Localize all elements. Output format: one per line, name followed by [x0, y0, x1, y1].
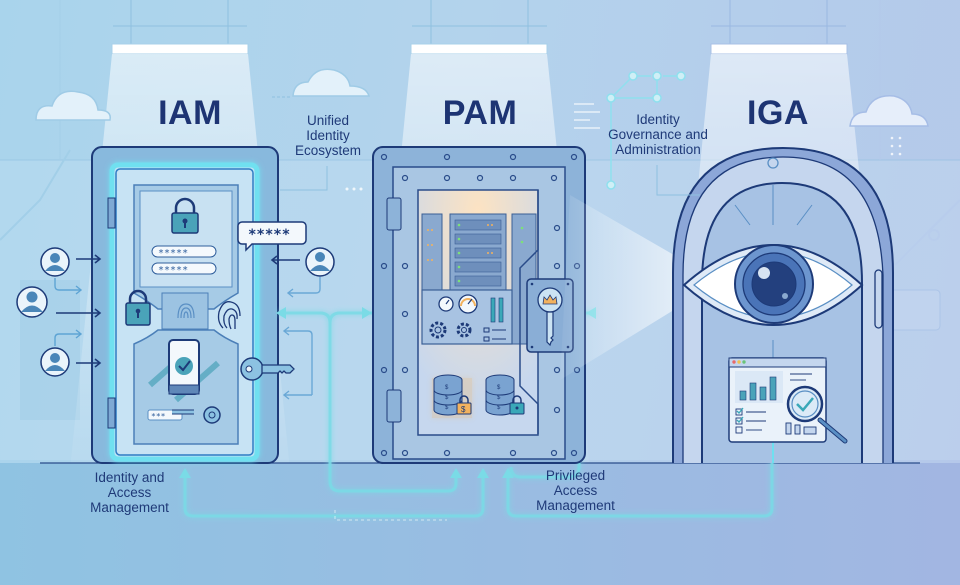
user-icon	[40, 347, 70, 377]
password-mask-text: *****	[158, 265, 188, 276]
lock-icon: $	[456, 395, 472, 415]
crown-key-icon	[526, 278, 574, 353]
lock-icon	[171, 197, 199, 234]
dollar-glyph: $	[445, 395, 449, 401]
unified-line-2: Identity	[306, 128, 350, 144]
iga-title: IGA	[747, 94, 809, 132]
password-bubble-icon: *****	[237, 221, 307, 252]
user-icon	[16, 286, 48, 318]
unified-ecosystem-label: Unified Identity Ecosystem	[283, 113, 373, 158]
pam-caption-line-1: Privileged	[545, 468, 606, 483]
cloud-icon	[292, 68, 371, 97]
iga-arch	[672, 146, 894, 463]
decorative-dots	[345, 136, 902, 191]
gauge-icon	[458, 294, 478, 314]
iam-caption-line-2: Access	[107, 485, 152, 501]
iam-caption: Identity and Access Management	[72, 470, 187, 515]
user-icon	[305, 247, 335, 277]
password-field: *****	[151, 245, 217, 259]
pam-caption-line-2: Access	[553, 483, 598, 499]
bubble-mask-text: *****	[248, 227, 290, 243]
gear-icon	[429, 321, 447, 339]
iam-caption-line-3: Management	[90, 500, 169, 516]
dollar-glyph: $	[497, 385, 501, 391]
database-icon: $ $ $	[485, 374, 525, 416]
dollar-glyph: $	[461, 405, 466, 414]
iga-sub-line-1: Identity	[636, 112, 680, 127]
pam-caption: Privileged Access Management	[518, 468, 633, 513]
access-arrows	[54, 278, 83, 346]
database-icon: $ $ $ $	[432, 374, 472, 418]
access-arrows	[270, 255, 321, 400]
key-icon	[240, 357, 295, 381]
unified-line-3: Ecosystem	[294, 143, 362, 159]
iam-title: IAM	[158, 94, 222, 132]
cloud-icon	[849, 95, 929, 127]
eye-scan-beam	[560, 195, 700, 380]
iam-door: ***** *****	[91, 146, 279, 464]
dollar-glyph: $	[445, 385, 449, 391]
dollar-glyph: $	[497, 405, 501, 411]
iga-subtitle-label: Identity Governance and Administration	[598, 112, 718, 157]
password-key-icon: ***	[147, 406, 221, 424]
iga-sub-line-3: Administration	[615, 142, 701, 158]
iam-caption-line-1: Identity and	[94, 470, 165, 485]
iga-sub-line-2: Governance and	[608, 127, 708, 143]
gauge-icon	[438, 296, 454, 312]
password-mask-text: *****	[158, 248, 188, 259]
fingerprint-icon	[177, 303, 195, 319]
network-node-icon	[606, 71, 686, 190]
connector-lines	[272, 96, 700, 521]
gear-icon	[456, 322, 472, 338]
decorative-dashes	[574, 103, 600, 129]
pam-title: PAM	[442, 94, 518, 132]
user-icon	[40, 247, 70, 277]
lock-icon	[509, 395, 525, 415]
magnifier-check-icon	[786, 385, 848, 444]
password-short-mask: ***	[151, 412, 166, 421]
fingerprint-icon	[217, 301, 241, 330]
eye-icon	[682, 244, 864, 326]
password-field: *****	[151, 262, 217, 276]
cloud-icon	[35, 90, 111, 121]
pam-caption-line-3: Management	[536, 498, 615, 514]
smartphone-check-icon	[168, 339, 200, 395]
access-arrows	[56, 254, 102, 368]
floor	[0, 463, 960, 585]
lock-icon	[125, 289, 151, 326]
unified-line-1: Unified	[306, 113, 350, 128]
dollar-glyph: $	[445, 405, 449, 411]
pam-vault: $ $ $ $ $ $ $	[372, 146, 586, 464]
dollar-glyph: $	[497, 395, 501, 401]
